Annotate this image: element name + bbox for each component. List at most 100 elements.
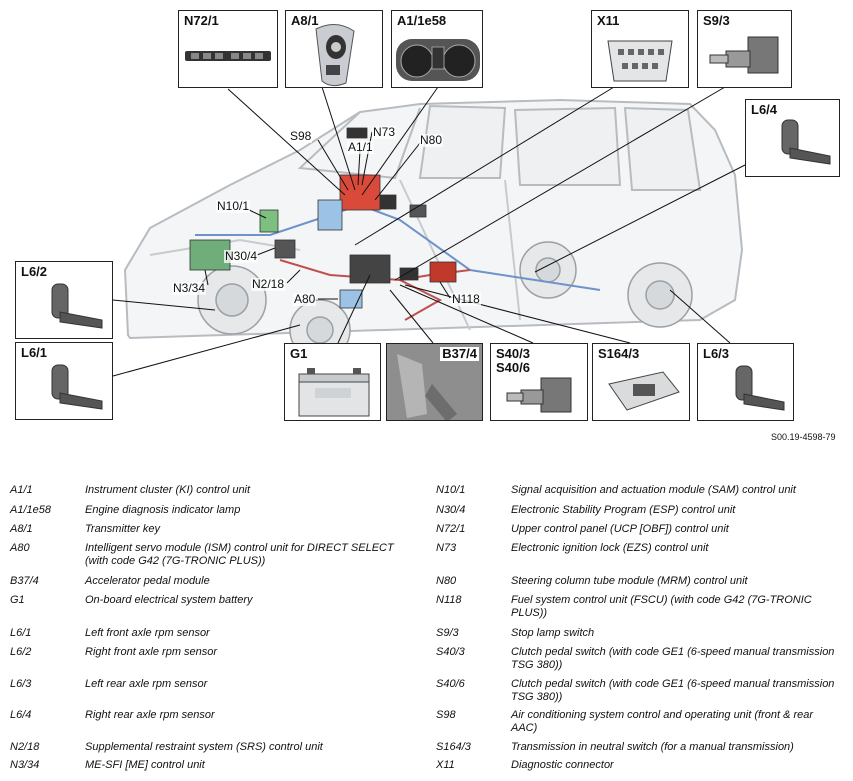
legend-code: G1 xyxy=(10,594,25,606)
component-diagram: N72/1 A8/1 A1/1e58 X11 S9/3 xyxy=(15,10,840,442)
label-a80: A80 xyxy=(293,292,317,306)
box-g1: G1 xyxy=(284,343,381,421)
box-s40: S40/3 S40/6 xyxy=(490,343,588,421)
box-x11-label: X11 xyxy=(597,13,620,28)
legend-description: Stop lamp switch xyxy=(511,627,595,639)
box-s164-3-label: S164/3 xyxy=(598,346,640,361)
box-b37-4: B37/4 xyxy=(386,343,483,421)
battery-icon xyxy=(298,368,370,417)
rpm-sensor-icon xyxy=(735,365,785,411)
legend-code: N2/18 xyxy=(10,741,40,753)
legend-code: N118 xyxy=(436,594,462,606)
box-l6-3-label: L6/3 xyxy=(703,346,730,361)
legend-description: Air conditioning system control and oper… xyxy=(511,709,814,734)
legend-description: Upper control panel (UCP [OBF]) control … xyxy=(511,523,729,535)
box-s40-label: S40/3 S40/6 xyxy=(496,346,530,375)
legend-code: L6/3 xyxy=(10,678,32,690)
legend-description: Transmitter key xyxy=(85,523,160,535)
legend-code: B37/4 xyxy=(10,575,39,587)
legend-description: On-board electrical system battery xyxy=(85,594,253,606)
box-l6-4-label: L6/4 xyxy=(751,102,778,117)
neutral-switch-icon xyxy=(608,371,680,411)
box-a1-1e58: A1/1e58 xyxy=(391,10,483,88)
legend-description: Right rear axle rpm sensor xyxy=(85,709,215,721)
legend-code: N72/1 xyxy=(436,523,466,535)
legend-code: L6/2 xyxy=(10,646,32,658)
instrument-cluster-icon xyxy=(396,39,480,81)
upper-control-panel-icon xyxy=(185,51,271,61)
image-reference: S00.19-4598-79 xyxy=(771,432,836,442)
box-l6-3: L6/3 xyxy=(697,343,794,421)
box-n72-1: N72/1 xyxy=(178,10,278,88)
box-s164-3: S164/3 xyxy=(592,343,690,421)
label-n73: N73 xyxy=(372,125,397,139)
legend-description: Left rear axle rpm sensor xyxy=(85,678,208,690)
label-n3-34: N3/34 xyxy=(172,281,207,295)
box-s9-3: S9/3 xyxy=(697,10,792,88)
box-g1-label: G1 xyxy=(290,346,308,361)
label-n10-1: N10/1 xyxy=(216,199,251,213)
legend-code: L6/1 xyxy=(10,627,32,639)
legend-code: S9/3 xyxy=(436,627,459,639)
legend-description: Diagnostic connector xyxy=(511,759,614,771)
legend-description: Clutch pedal switch (with code GE1 (6-sp… xyxy=(511,678,835,703)
clutch-pedal-switch-icon xyxy=(506,377,572,413)
legend: A1/1 Instrument cluster (KI) control unit… xyxy=(0,476,853,776)
legend-description: Fuel system control unit (FSCU) (with co… xyxy=(511,594,812,619)
box-x11: X11 xyxy=(591,10,689,88)
legend-description: Instrument cluster (KI) control unit xyxy=(85,484,251,496)
legend-code: S40/6 xyxy=(436,678,465,690)
legend-code: N10/1 xyxy=(436,484,466,496)
legend-description: Left front axle rpm sensor xyxy=(85,627,210,639)
legend-description: Right front axle rpm sensor xyxy=(85,646,218,658)
label-n118: N118 xyxy=(451,292,481,306)
box-a8-1: A8/1 xyxy=(285,10,383,88)
legend-code: S98 xyxy=(436,709,456,721)
box-l6-1-label: L6/1 xyxy=(21,345,48,360)
legend-code: A1/1e58 xyxy=(10,504,51,516)
legend-code: S164/3 xyxy=(436,741,471,753)
legend-description: Accelerator pedal module xyxy=(85,575,210,587)
rpm-sensor-icon xyxy=(51,283,103,329)
legend-code: N30/4 xyxy=(436,504,466,516)
label-a1-1: A1/1 xyxy=(347,140,374,154)
legend-code: S40/3 xyxy=(436,646,465,658)
legend-description: Engine diagnosis indicator lamp xyxy=(85,504,241,516)
legend-description: Electronic Stability Program (ESP) contr… xyxy=(511,504,736,516)
legend-code: A1/1 xyxy=(10,484,33,496)
box-b37-4-label: B37/4 xyxy=(440,346,479,361)
legend-code: N80 xyxy=(436,575,457,587)
diagnostic-connector-icon xyxy=(607,40,673,82)
box-l6-1: L6/1 xyxy=(15,342,113,420)
rpm-sensor-icon xyxy=(51,364,103,410)
box-a1-1e58-label: A1/1e58 xyxy=(397,13,447,28)
label-n30-4: N30/4 xyxy=(224,249,259,263)
legend-code: A8/1 xyxy=(10,523,33,535)
legend-description: Supplemental restraint system (SRS) cont… xyxy=(85,741,323,753)
legend-description: Electronic ignition lock (EZS) control u… xyxy=(511,542,709,554)
label-n80: N80 xyxy=(419,133,444,147)
legend-code: N3/34 xyxy=(10,759,40,771)
box-l6-2-label: L6/2 xyxy=(21,264,48,279)
legend-code: L6/4 xyxy=(10,709,32,721)
legend-code: A80 xyxy=(10,542,30,554)
accelerator-pedal-icon xyxy=(387,344,482,420)
legend-code: X11 xyxy=(436,759,455,771)
box-s9-3-label: S9/3 xyxy=(703,13,730,28)
transmitter-key-icon xyxy=(315,24,355,87)
box-l6-2: L6/2 xyxy=(15,261,113,339)
legend-description: Clutch pedal switch (with code GE1 (6-sp… xyxy=(511,646,835,671)
box-l6-4: L6/4 xyxy=(745,99,840,177)
stop-lamp-switch-icon xyxy=(709,36,779,74)
box-n72-1-label: N72/1 xyxy=(184,13,219,28)
legend-description: ME-SFI [ME] control unit xyxy=(85,759,205,771)
legend-description: Steering column tube module (MRM) contro… xyxy=(511,575,748,587)
legend-code: N73 xyxy=(436,542,457,554)
legend-description: Intelligent servo module (ISM) control u… xyxy=(85,542,394,567)
box-a8-1-label: A8/1 xyxy=(291,13,319,28)
legend-description: Signal acquisition and actuation module … xyxy=(511,484,796,496)
legend-description: Transmission in neutral switch (for a ma… xyxy=(511,741,794,753)
label-n2-18: N2/18 xyxy=(251,277,286,291)
rpm-sensor-icon xyxy=(781,119,831,165)
label-s98: S98 xyxy=(289,129,313,143)
